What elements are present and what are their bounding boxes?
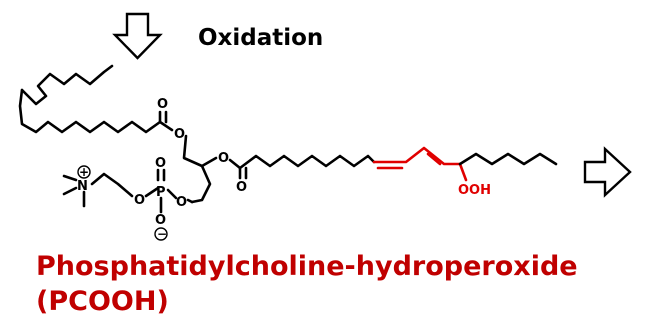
sn1-carbonyl-oxygen: O — [157, 97, 168, 112]
sn1-ester-bond — [158, 120, 174, 132]
po-bond-left — [144, 186, 160, 198]
phosphate-ester-oxygen-1: O — [134, 193, 145, 208]
sn2-acyl-chain — [238, 154, 376, 170]
phosphate-double-oxygen: O — [155, 156, 166, 171]
down-arrow-icon — [112, 12, 163, 60]
compound-name-line2: (PCOOH) — [36, 286, 169, 317]
nitrogen-atom: N — [77, 179, 88, 194]
negative-charge: − — [157, 227, 167, 241]
glycerol-sn2-bond — [200, 156, 218, 168]
methyl-bond-2 — [62, 186, 78, 196]
phosphate-ester-oxygen-2: O — [176, 195, 187, 210]
sn1-acyl-chain — [20, 64, 114, 106]
negative-charge-ring — [154, 227, 168, 241]
methyl-bond-1 — [62, 174, 78, 182]
sn2-ester-oxygen: O — [218, 151, 229, 166]
trans-double-bond — [426, 152, 442, 166]
phosphate-glycerol-bond — [186, 198, 194, 204]
phosphorus-atom: P — [156, 185, 166, 200]
terminal-alkyl-chain — [458, 152, 558, 166]
po-bond-right — [166, 188, 178, 200]
sn2-ester-bond — [228, 158, 242, 170]
right-arrow-icon — [583, 146, 632, 198]
sn1-ester-oxygen: O — [174, 127, 185, 142]
phosphate-anion-oxygen: O — [155, 213, 166, 228]
glycerol-backbone — [182, 134, 212, 204]
choline-linker — [90, 172, 134, 198]
hydroperoxide-group: OOH — [458, 183, 491, 198]
sn2-carbonyl-oxygen: O — [236, 180, 247, 195]
sn1-acyl-chain-lower — [18, 88, 162, 134]
hydroperoxide-bond — [458, 162, 468, 182]
positive-charge-ring — [77, 165, 91, 179]
compound-name-line1: Phosphatidylcholine-hydroperoxide — [36, 251, 578, 282]
positive-charge: + — [79, 165, 89, 179]
conjugated-diene-segment — [372, 146, 462, 166]
oxidation-heading: Oxidation — [198, 25, 323, 51]
